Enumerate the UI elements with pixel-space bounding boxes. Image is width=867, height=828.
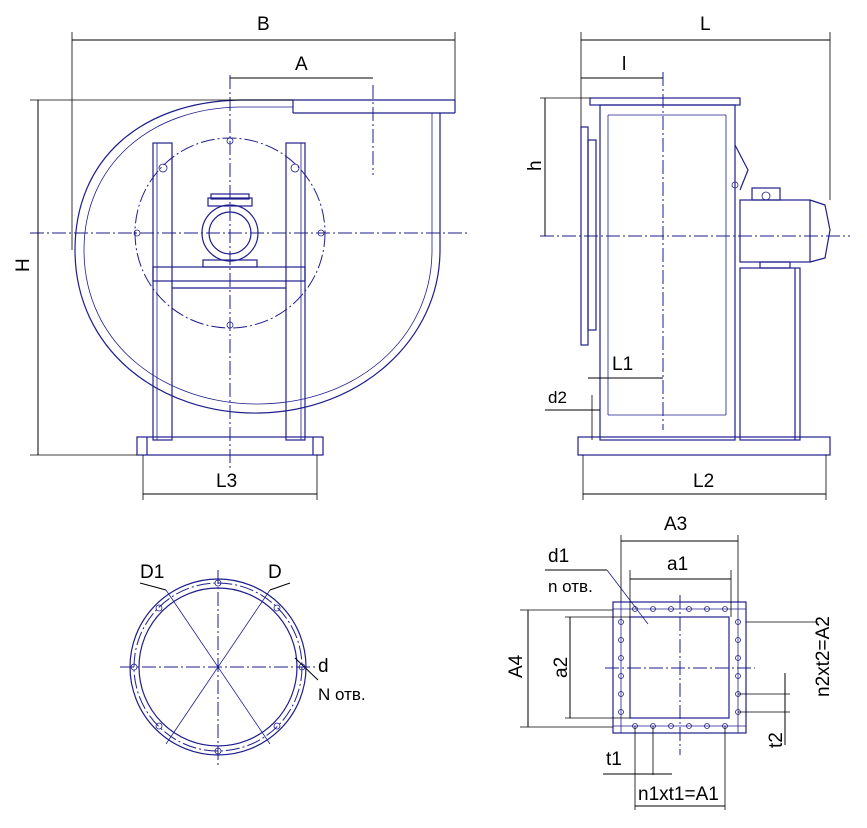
- round-flange-view: D1 D d N отв.: [120, 562, 366, 765]
- dim-D1: D1: [140, 562, 164, 583]
- dim-L2: L2: [693, 471, 714, 492]
- dim-h: h: [525, 160, 546, 171]
- dim-D: D: [268, 562, 282, 583]
- round-holes-label: N отв.: [318, 685, 366, 704]
- front-view: B A H L3: [13, 14, 470, 500]
- dim-A3: A3: [664, 514, 687, 535]
- top-plate: [589, 97, 741, 106]
- dim-d: d: [318, 656, 329, 677]
- dim-L3: L3: [216, 471, 237, 492]
- dim-a1: a1: [667, 554, 688, 575]
- dim-H: H: [13, 258, 34, 272]
- scroll-casing-outer: [74, 99, 455, 414]
- dim-d1: d1: [548, 546, 569, 567]
- motor-stand: [739, 267, 801, 441]
- dim-B: B: [257, 14, 270, 35]
- rect-flange-view: A3 a1 d1 n отв. A4 a2 n2xt2=A2 t2 t1 n1x…: [506, 514, 834, 810]
- rect-holes-label: n отв.: [548, 577, 593, 596]
- dim-L: L: [700, 14, 711, 35]
- side-motor: [739, 199, 811, 263]
- dim-t1: t1: [606, 749, 622, 770]
- dim-A: A: [295, 54, 308, 75]
- dim-a2: a2: [551, 657, 572, 678]
- side-base: [577, 436, 831, 456]
- dim-d2: d2: [548, 388, 567, 407]
- scroll-casing-inner: [83, 106, 433, 405]
- side-view: L l h L1 d2 L2: [525, 14, 850, 500]
- dim-n2xt2-A2: n2xt2=A2: [813, 616, 834, 697]
- frame-post-right: [285, 142, 306, 441]
- frame-post-left: [152, 142, 173, 441]
- dim-t2: t2: [766, 732, 787, 748]
- dim-n1xt1-A1: n1xt1=A1: [638, 784, 719, 805]
- dim-A4: A4: [506, 654, 527, 678]
- casing-side: [599, 104, 736, 441]
- dim-L1: L1: [612, 354, 633, 375]
- dim-l: l: [622, 54, 626, 75]
